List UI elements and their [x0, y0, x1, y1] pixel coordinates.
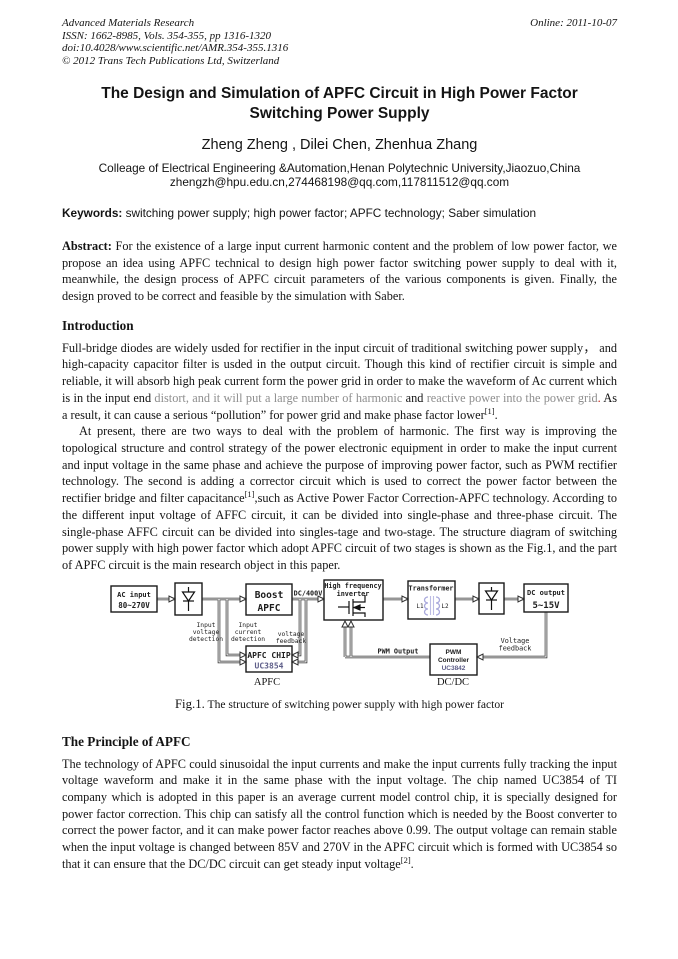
figure-caption-text: The structure of switching power supply … — [204, 697, 505, 711]
transformer-box — [406, 579, 456, 620]
arrowheads — [168, 594, 525, 666]
boost-apfc-box — [244, 582, 293, 616]
input-current-detection-label-3: detection — [230, 636, 264, 643]
ac-input-label-1: AC input — [117, 591, 151, 599]
voltage-feedback-right-label-1: Voltage — [500, 637, 529, 645]
pwm-output-label: PWM Output — [377, 647, 418, 655]
apfc-chip-label-2: UC3854 — [254, 661, 283, 670]
hf-inverter-label-2: inverter — [336, 590, 369, 598]
boost-label-2: APFC — [257, 603, 280, 614]
intro-p2-text-a: At present, there are two ways to deal w… — [62, 424, 617, 506]
input-voltage-detection-label-1: Input — [196, 622, 215, 629]
figure-number: Fig.1. — [174, 696, 205, 711]
intro-p1-text-b: and — [402, 390, 427, 405]
title-line-2: Switching Power Supply — [249, 104, 430, 122]
dc-output-label-1: DC output — [527, 589, 565, 597]
principle-period: . — [410, 856, 414, 871]
ac-input-box — [109, 584, 158, 613]
input-voltage-detection-label-2: voltage — [192, 629, 219, 636]
online-date: Online: 2011-10-07 — [530, 17, 617, 29]
intro-p1-text-a: Full-bridge diodes are widely usded for … — [62, 340, 617, 405]
apfc-group-label: APFC — [253, 677, 279, 688]
block-diagram: AC input 80~270V Boost APFC DC/400V High… — [109, 578, 569, 688]
page-title: The Design and Simulation of APFC Circui… — [62, 84, 617, 123]
pwm-controller-label-3: UC3842 — [441, 665, 465, 672]
keywords-label: Keywords: — [62, 205, 123, 220]
journal-name: Advanced Materials Research — [62, 17, 195, 29]
input-voltage-detection-label-3: detection — [188, 636, 222, 643]
boost-label-1: Boost — [254, 590, 283, 601]
intro-p1-gray-b: reactive power into the power grid — [426, 390, 598, 405]
hf-inverter-label-1: High frequency — [324, 582, 381, 590]
keywords-text: switching power supply; high power facto… — [122, 205, 537, 220]
winding-l2-label: L2 — [441, 603, 449, 610]
voltage-feedback-left-label-2: feedback — [275, 638, 306, 645]
pwm-controller-label-1: PWM — [445, 649, 461, 656]
citation-ref-1b: [1] — [244, 489, 255, 500]
dc-output-box — [522, 582, 569, 613]
voltage-feedback-left-label-1: voltage — [277, 631, 304, 638]
principle-paragraph: The technology of APFC could sinusoidal … — [62, 756, 617, 873]
journal-header: Advanced Materials Research ISSN: 1662-8… — [62, 17, 617, 67]
abstract-text: For the existence of a large input curre… — [62, 238, 617, 304]
author-emails: zhengzh@hpu.edu.cn,274468198@qq.com,1178… — [169, 175, 510, 190]
doi-line: doi:10.4028/www.scientific.net/AMR.354-3… — [62, 42, 289, 55]
citation-ref-1: [1] — [484, 405, 495, 416]
figure-caption: Fig.1. The structure of switching power … — [62, 697, 617, 712]
intro-p1-period: . — [494, 407, 498, 422]
abstract: Abstract: For the existence of a large i… — [62, 238, 617, 305]
figure-1: AC input 80~270V Boost APFC DC/400V High… — [62, 577, 617, 695]
copyright-line: © 2012 Trans Tech Publications Ltd, Swit… — [62, 54, 280, 67]
diode-icon — [180, 586, 196, 611]
input-current-detection-label-2: current — [234, 629, 261, 636]
transformer-windings-icon — [423, 595, 440, 616]
dcdc-group-label: DC/DC — [436, 677, 468, 688]
ac-input-label-2: 80~270V — [118, 601, 150, 610]
section-heading-principle: The Principle of APFC — [62, 733, 191, 749]
principle-text-a: The technology of APFC could sinusoidal … — [62, 756, 617, 871]
dc400-label: DC/400V — [293, 589, 322, 597]
diode-icon-2 — [483, 586, 499, 610]
winding-l1-label: L1 — [416, 603, 424, 610]
transformer-label: Transformer — [408, 584, 453, 592]
intro-p1-red-period: . — [597, 390, 601, 405]
keywords-line: Keywords: switching power supply; high p… — [62, 206, 617, 220]
abstract-label: Abstract: — [62, 238, 112, 253]
intro-p1-gray-a: distort, and it will put a large number … — [154, 390, 403, 405]
affiliation: Colleage of Electrical Engineering &Auto… — [98, 161, 581, 176]
mosfet-icon — [337, 594, 366, 617]
input-current-detection-label-1: Input — [238, 622, 257, 629]
intro-paragraph-2: At present, there are two ways to deal w… — [62, 423, 617, 573]
voltage-feedback-right-label-2: feedback — [498, 644, 531, 652]
intro-paragraph-1: Full-bridge diodes are widely usded for … — [62, 340, 617, 424]
journal-header-left: Advanced Materials Research ISSN: 1662-8… — [62, 17, 288, 67]
title-line-1: The Design and Simulation of APFC Circui… — [101, 85, 578, 103]
section-heading-introduction: Introduction — [62, 317, 134, 333]
authors: Zheng Zheng , Dilei Chen, Zhenhua Zhang — [201, 137, 478, 154]
dc-output-label-2: 5~15V — [532, 601, 560, 611]
affiliation-block: Colleage of Electrical Engineering &Auto… — [62, 162, 617, 190]
apfc-chip-label-1: APFC CHIP — [247, 651, 291, 660]
pwm-controller-label-2: Controller — [437, 657, 469, 664]
intro-p1-text-c: As a result, it can cause a serious “pol… — [62, 390, 618, 422]
apfc-chip-box — [244, 644, 293, 673]
intro-p2-text-b: ,such as Active Power Factor Correction-… — [62, 491, 618, 572]
pwm-controller-box — [428, 642, 478, 676]
citation-ref-2: [2] — [400, 854, 411, 865]
issn-line: ISSN: 1662-8985, Vols. 354-355, pp 1316-… — [62, 29, 271, 42]
